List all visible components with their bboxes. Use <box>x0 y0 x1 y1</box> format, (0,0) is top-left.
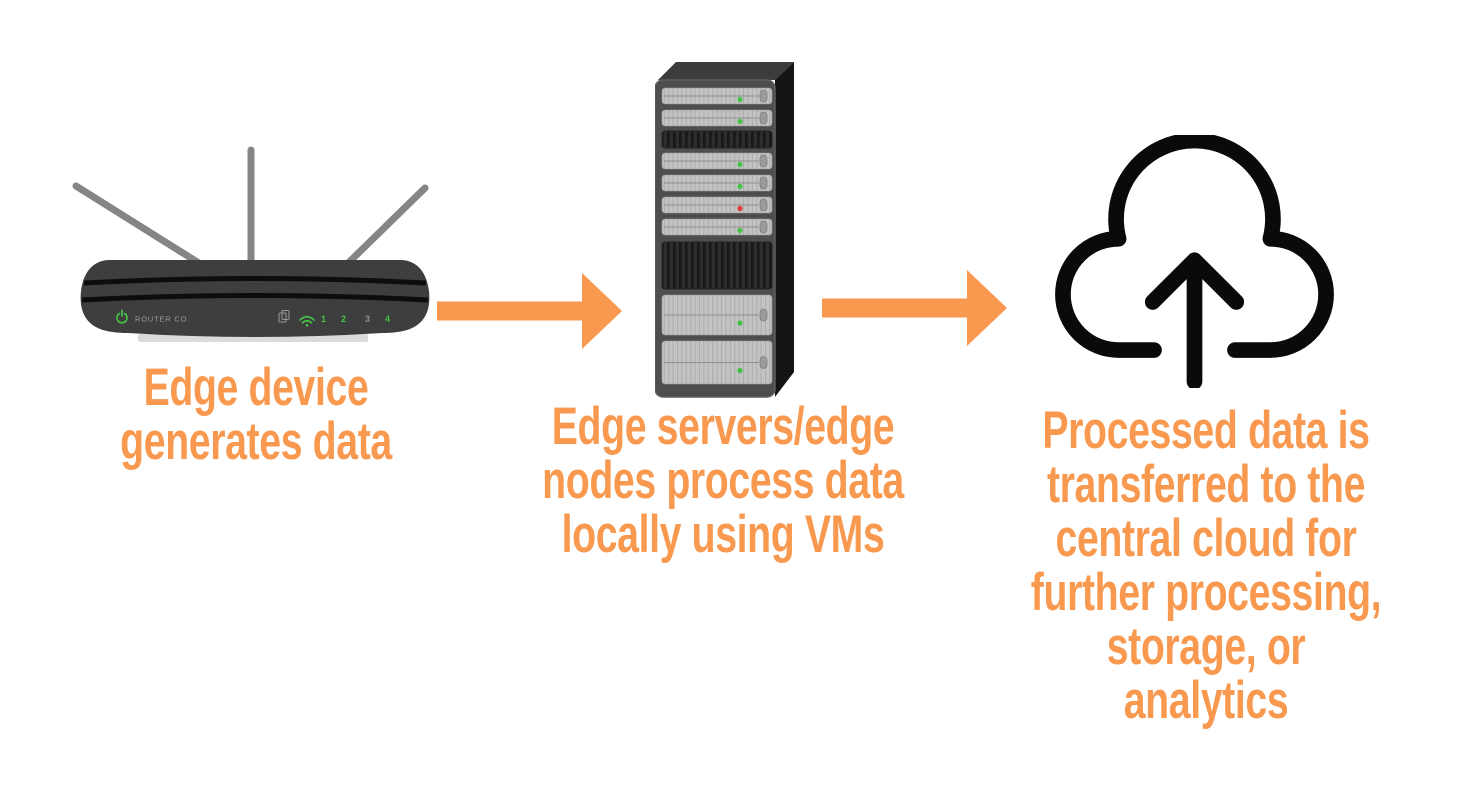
server-handle <box>759 308 768 322</box>
caption-line: storage, or <box>1106 617 1306 676</box>
server-handle <box>759 356 768 369</box>
flow-arrow-icon <box>437 273 622 349</box>
flow-arrow-icon <box>822 270 1007 346</box>
server-led-green <box>737 227 743 234</box>
caption-line: generates data <box>120 412 392 471</box>
server-unit <box>661 174 773 192</box>
server-handle <box>759 176 768 190</box>
router-antenna-left <box>72 182 214 274</box>
router-stripe-top <box>83 276 427 286</box>
server-handle <box>759 111 768 125</box>
router-brand-label: ROUTER CO. <box>135 315 190 324</box>
server-top-face <box>658 62 794 80</box>
caption-line: central cloud for <box>1055 509 1357 568</box>
edge-server-rack-illustration <box>655 62 794 398</box>
router-port-led-2: 2 <box>341 314 346 324</box>
caption-processed-data: Processed data is transferred to the cen… <box>999 404 1413 728</box>
server-unit <box>661 294 773 336</box>
server-led-green <box>737 96 743 103</box>
caption-line: analytics <box>1123 671 1289 730</box>
internet-icon <box>278 310 290 323</box>
caption-edge-device: Edge device generates data <box>71 361 441 469</box>
upload-arrow <box>1144 252 1245 388</box>
caption-line: Edge servers/edge <box>551 397 895 456</box>
edge-device-router-illustration: ROUTER CO. 1 2 3 4 <box>72 146 430 342</box>
server-unit <box>661 196 773 214</box>
server-led-green <box>737 183 743 190</box>
power-icon <box>116 309 128 324</box>
router-port-led-1: 1 <box>321 314 326 324</box>
caption-line: further processing, <box>1030 563 1382 622</box>
server-vent-panel <box>661 241 773 290</box>
server-handle <box>759 198 768 212</box>
server-unit <box>661 218 773 236</box>
router-port-led-4: 4 <box>385 314 390 324</box>
server-vent-panel <box>661 130 773 149</box>
server-led-red <box>737 205 743 212</box>
caption-edge-servers: Edge servers/edge nodes process data loc… <box>516 400 930 562</box>
cloud-outline <box>1055 135 1334 358</box>
server-units <box>661 87 773 385</box>
caption-line: Edge device <box>143 358 369 417</box>
router-antenna-right <box>337 184 429 274</box>
server-led-green <box>737 118 743 125</box>
server-handle <box>759 220 768 234</box>
caption-line: transferred to the <box>1046 455 1366 514</box>
caption-line: Processed data is <box>1042 401 1370 460</box>
server-handle <box>759 89 768 103</box>
cloud-upload-icon <box>1055 135 1334 388</box>
server-side-face <box>775 62 794 397</box>
server-unit <box>661 340 773 385</box>
server-handle <box>759 154 768 168</box>
caption-line: locally using VMs <box>561 505 885 564</box>
server-led-green <box>737 367 743 374</box>
router-front-panel: ROUTER CO. 1 2 3 4 <box>116 309 390 327</box>
wifi-icon <box>299 315 315 327</box>
caption-line: nodes process data <box>542 451 904 510</box>
router-stripe-bottom <box>81 293 429 303</box>
server-unit <box>661 152 773 170</box>
server-led-green <box>737 161 743 168</box>
server-led-green <box>737 320 743 326</box>
server-unit <box>661 109 773 127</box>
server-unit <box>661 87 773 105</box>
router-port-led-3: 3 <box>365 314 370 324</box>
